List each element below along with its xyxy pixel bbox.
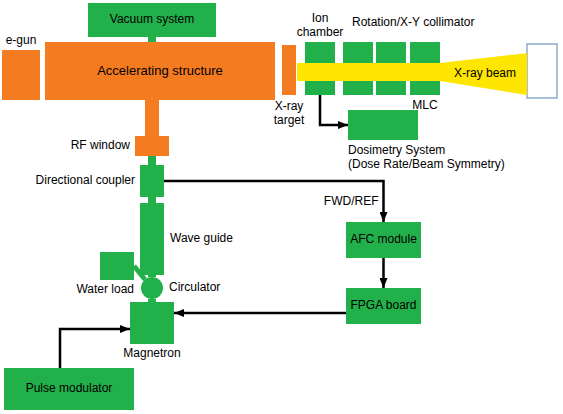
board-box: FPGA board xyxy=(346,288,421,324)
node-label: Circulator xyxy=(169,281,220,295)
beam-target-frame xyxy=(527,44,557,98)
node-label: e-gun xyxy=(6,34,37,48)
node-label: (Dose Rate/Beam Symmetry) xyxy=(348,158,505,172)
accelerator-block: Accelerating structure xyxy=(45,42,275,100)
signal-arrow xyxy=(164,181,384,222)
node-label: Accelerating structure xyxy=(97,64,223,79)
node-label: RF window xyxy=(71,139,130,153)
signal-arrow xyxy=(174,312,346,315)
part-label: Rotation/X-Y collimator xyxy=(352,16,475,30)
circle-outline xyxy=(141,277,163,299)
node-label: Magnetron xyxy=(123,347,180,361)
waveguide-block: Wave guide xyxy=(140,203,164,275)
beam-band: X-ray beam xyxy=(297,50,527,98)
node-label: Wave guide xyxy=(170,232,233,246)
signal-arrow xyxy=(382,258,385,288)
node-label: AFC module xyxy=(350,233,417,247)
node-label: Pulse modulator xyxy=(26,382,113,396)
node-label: X-ray target xyxy=(269,100,309,128)
waveguide-joint xyxy=(148,275,156,277)
node-label: Dosimetry System xyxy=(348,144,445,158)
window-block: RF window xyxy=(135,136,169,156)
node-label: FPGA board xyxy=(350,299,416,313)
node-label: Vacuum system xyxy=(110,13,194,27)
coupler-block: Directional coupler xyxy=(140,165,164,197)
circulator-shape xyxy=(141,277,163,299)
signal-arrow xyxy=(60,329,130,368)
target-block: X-ray target xyxy=(282,45,296,95)
signal-arrow xyxy=(320,95,348,125)
node-label: Directional coupler xyxy=(36,174,135,188)
module-box: AFC module xyxy=(346,222,421,258)
rf-feed xyxy=(145,100,159,136)
node-label: Water load xyxy=(76,283,134,297)
waveguide-joint xyxy=(148,156,156,165)
modulator-box: Pulse modulator xyxy=(4,368,134,410)
system-box: Vacuum system xyxy=(88,3,216,37)
dosimetry-box: Dosimetry System(Dose Rate/Beam Symmetry… xyxy=(348,110,418,140)
magnetron-block: Magnetron xyxy=(130,302,174,344)
beam-shape xyxy=(297,53,527,95)
circulator-circle: Circulator xyxy=(141,277,163,299)
signal-label: FWD/REF xyxy=(324,195,379,209)
node-label: Ion chamber xyxy=(295,12,345,40)
node-label: X-ray beam xyxy=(454,67,516,81)
gun-block: e-gun xyxy=(2,50,40,100)
load-block: Water load xyxy=(100,252,134,280)
